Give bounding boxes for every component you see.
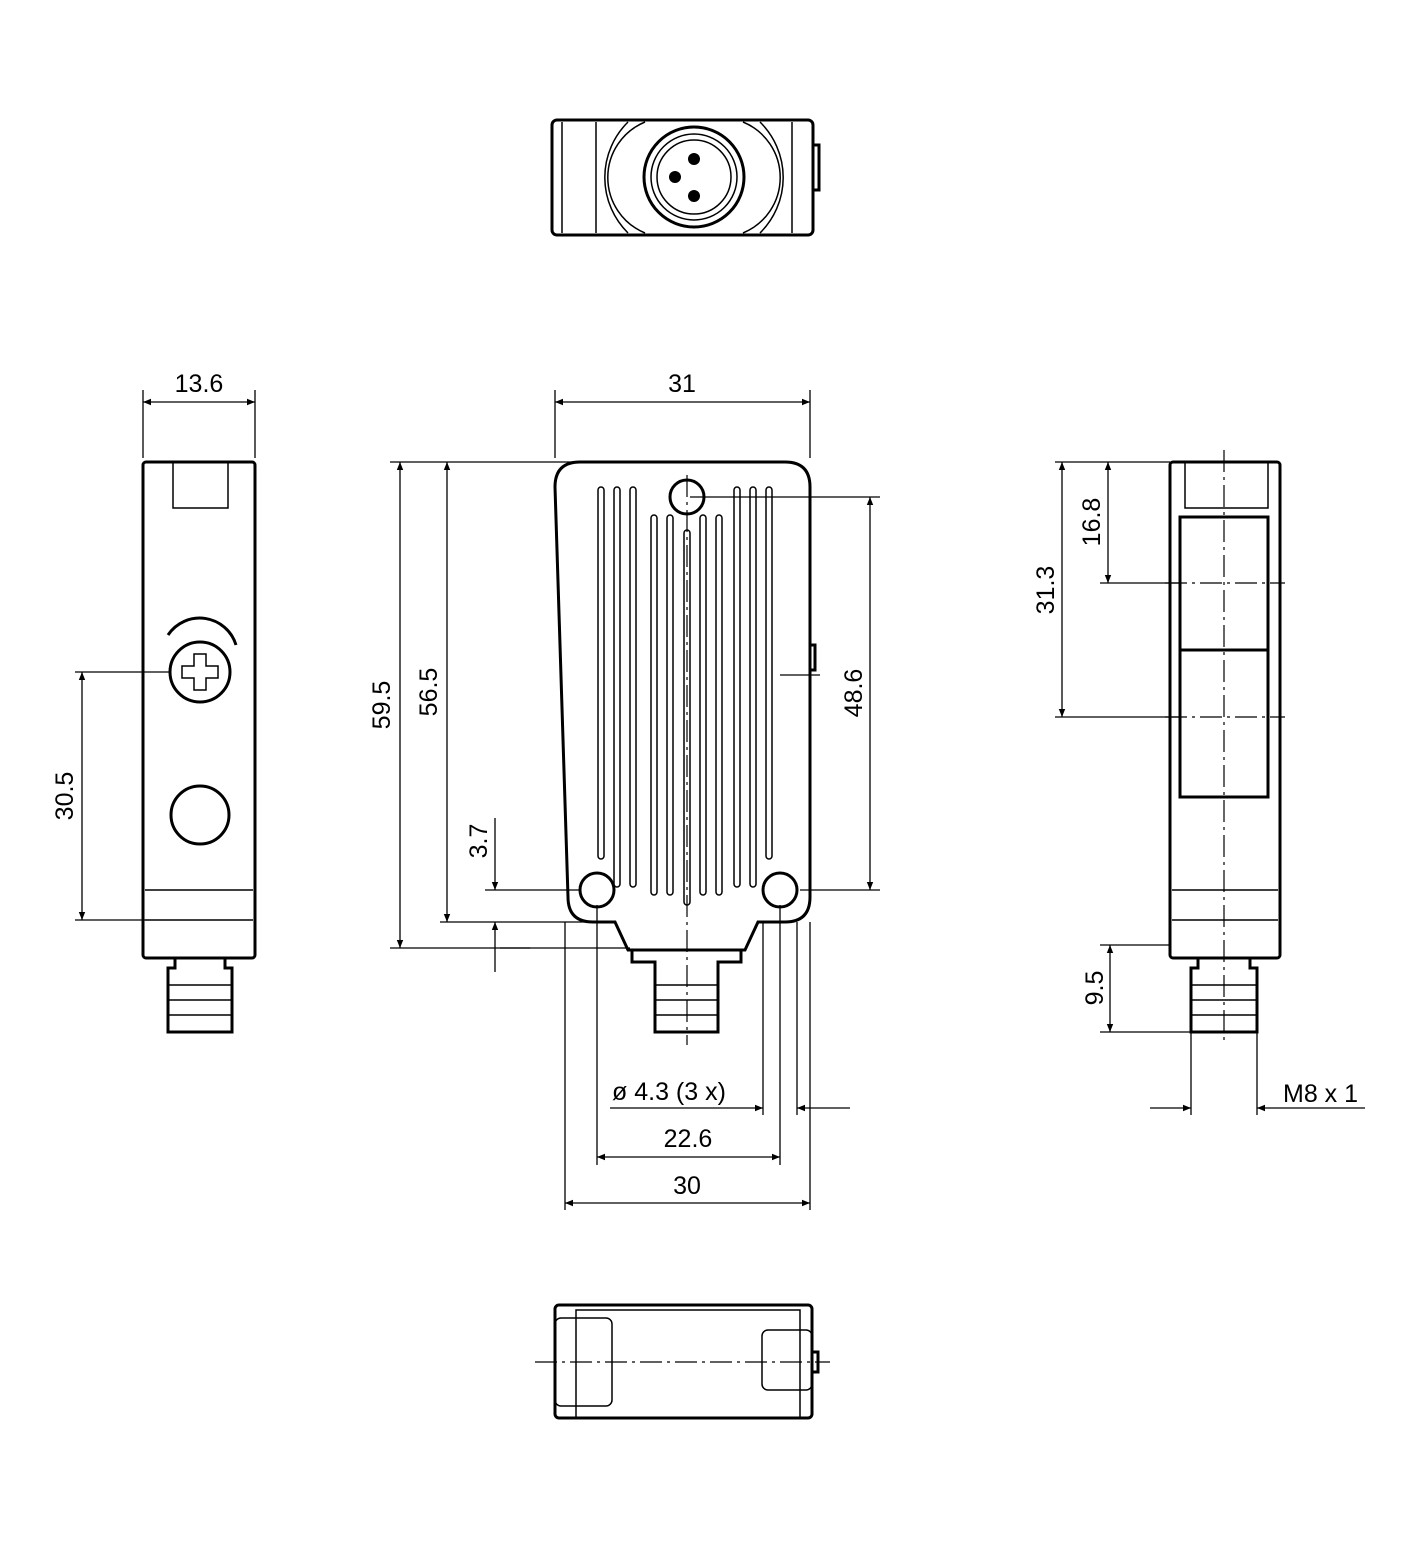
dimension-lines	[75, 390, 1365, 1210]
adjustment-screw-icon	[168, 640, 232, 704]
dim-front-width-bottom: 30	[673, 1172, 701, 1200]
dim-connector-length: 9.5	[1081, 971, 1109, 1006]
dim-front-width-top: 31	[668, 370, 696, 398]
bottom-view	[535, 1303, 830, 1420]
dim-hole-spacing-horizontal: 22.6	[664, 1125, 713, 1153]
top-view	[550, 118, 821, 237]
dim-hole-diameter: ø 4.3 (3 x)	[612, 1078, 726, 1106]
rotation-arrow-icon	[166, 616, 238, 646]
dim-thread: M8 x 1	[1283, 1080, 1358, 1108]
dim-body-height: 56.5	[415, 668, 443, 717]
dim-hole-spacing-vertical: 48.6	[840, 669, 868, 718]
dim-adjuster-height: 30.5	[51, 772, 79, 821]
dim-lens-upper: 16.8	[1078, 498, 1106, 547]
front-view	[553, 460, 817, 1045]
dim-total-height: 59.5	[368, 681, 396, 730]
dim-side-width: 13.6	[175, 370, 224, 398]
dim-hole-offset: 3.7	[465, 824, 493, 859]
right-side-view	[1165, 450, 1285, 1045]
dim-lens-height: 31.3	[1032, 566, 1060, 615]
left-side-view	[141, 460, 257, 1034]
led-window	[169, 784, 231, 846]
